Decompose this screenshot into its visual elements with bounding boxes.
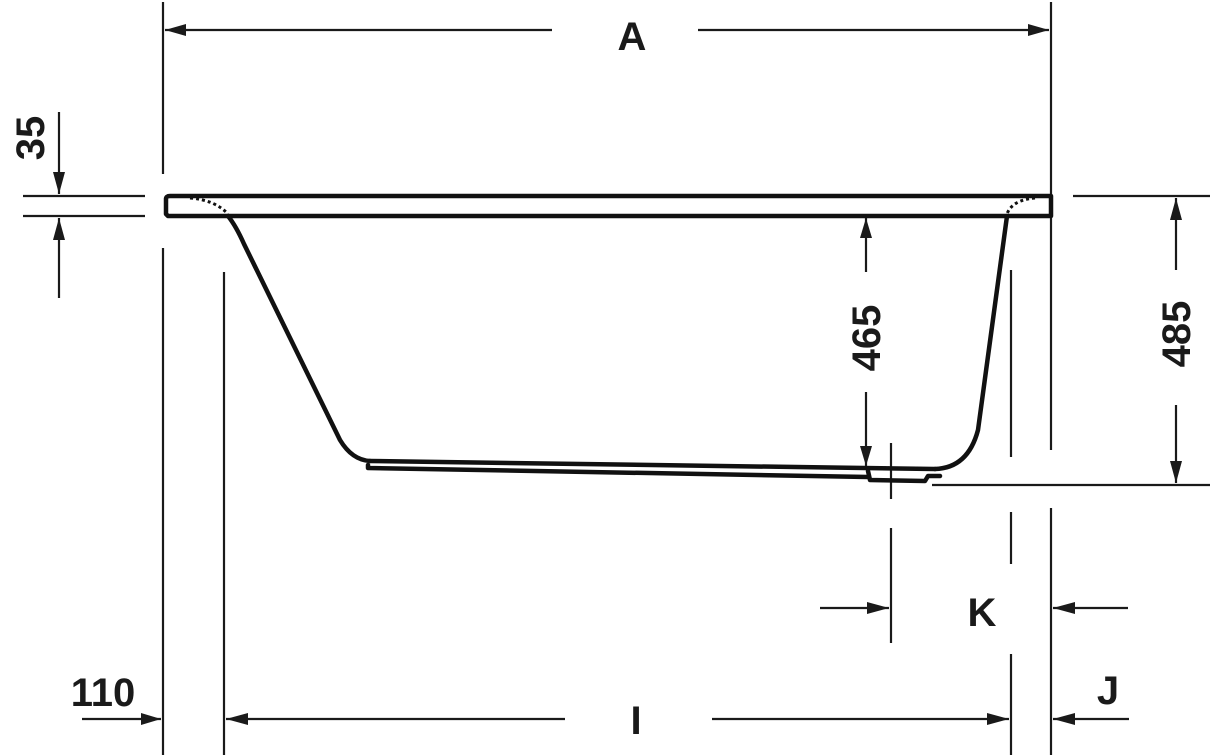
dimension-depth-465: 465 [845,218,889,466]
dimension-J: J [1053,669,1129,725]
label-35: 35 [9,116,53,161]
label-J: J [1097,669,1119,713]
dimension-110: 110 [71,671,161,725]
label-465: 465 [845,305,889,372]
label-I: I [630,699,641,743]
label-485: 485 [1155,301,1199,368]
label-110: 110 [71,671,136,715]
horizontal-extension-lines [23,194,1210,487]
dimension-height-485: 485 [1155,198,1199,483]
extension-lines [161,2,1053,755]
dimension-K: K [820,591,1128,635]
bathtub-profile [163,193,1054,484]
label-K: K [968,591,997,635]
dimension-A: A [165,15,1049,59]
label-A: A [618,15,647,59]
dimension-rim-35: 35 [9,112,65,298]
dimension-I: I [226,699,1009,743]
